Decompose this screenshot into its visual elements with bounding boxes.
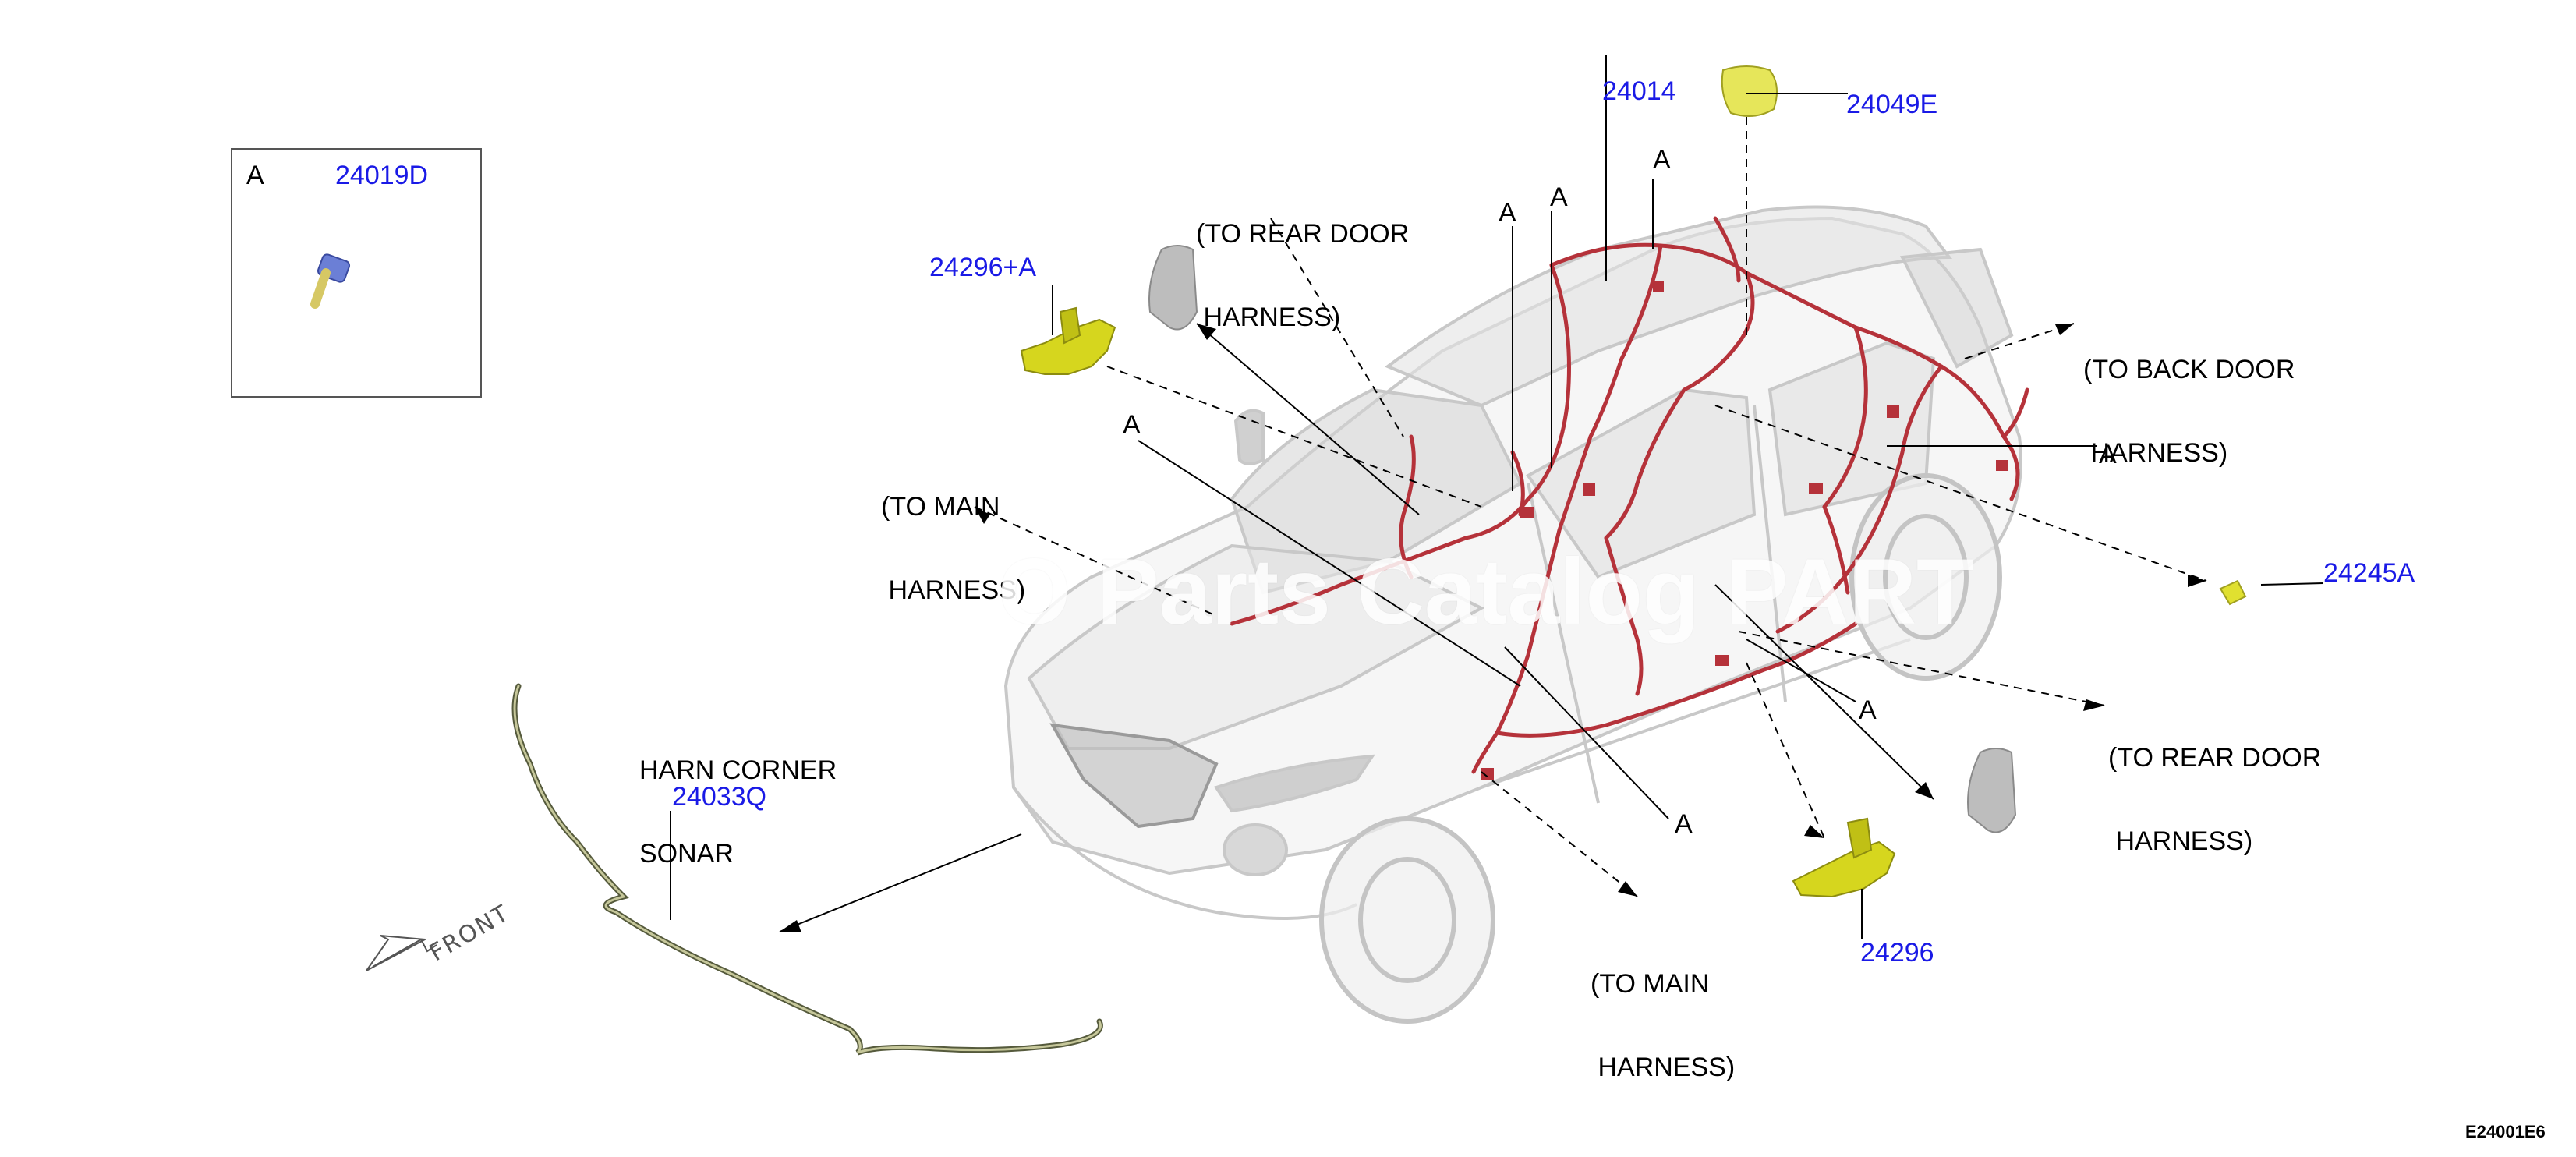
watermark: O Parts Catalog PART — [998, 540, 1974, 644]
callout-a: A — [1653, 145, 1671, 175]
note-to-main-harness-left: (TO MAIN HARNESS) — [881, 492, 1026, 606]
callout-a: A — [1499, 198, 1516, 228]
dashed-leaders — [974, 117, 2207, 897]
leader-lines — [670, 55, 2324, 939]
bolt-24019d — [310, 253, 351, 309]
callout-a: A — [2099, 440, 2117, 469]
inset-callout: A — [246, 161, 264, 190]
car-wheels — [1319, 473, 2002, 1024]
door-grommet-lower — [1967, 748, 2017, 833]
bracket-24296 — [1792, 817, 1896, 898]
part-number-24296[interactable]: 24296 — [1860, 938, 1934, 968]
note-to-rear-door-harness-top: (TO REAR DOOR HARNESS) — [1196, 219, 1410, 333]
part-number-24296a[interactable]: 24296+A — [929, 253, 1037, 282]
note-harn-corner-sonar: HARN CORNER SONAR — [639, 755, 837, 869]
front-arrow — [366, 935, 437, 971]
part-number-24019d[interactable]: 24019D — [335, 161, 429, 190]
part-number-24014[interactable]: 24014 — [1602, 76, 1676, 106]
harness-connectors — [1481, 281, 2008, 780]
note-to-back-door-harness: (TO BACK DOOR HARNESS) — [2083, 355, 2295, 469]
diagram-code: E24001E6 — [2465, 1122, 2546, 1141]
part-number-24049e[interactable]: 24049E — [1846, 90, 1938, 119]
note-to-rear-door-harness-right: (TO REAR DOOR HARNESS) — [2108, 743, 2322, 857]
part-number-24245a[interactable]: 24245A — [2323, 558, 2415, 588]
body-harness — [1230, 216, 2029, 774]
callout-a: A — [1123, 410, 1141, 440]
door-grommet-upper — [1148, 245, 1198, 331]
part-number-24033q[interactable]: 24033Q — [672, 782, 766, 812]
callout-a: A — [1675, 809, 1693, 839]
car-body — [1003, 205, 2022, 920]
clip-24245a — [2219, 579, 2247, 606]
bracket-24296a — [1020, 306, 1116, 375]
callout-a: A — [1550, 182, 1568, 212]
note-to-main-harness-bottom: (TO MAIN HARNESS) — [1591, 969, 1736, 1083]
clip-24049e — [1721, 65, 1778, 117]
callout-a: A — [1859, 695, 1877, 725]
inset-box — [231, 148, 482, 398]
